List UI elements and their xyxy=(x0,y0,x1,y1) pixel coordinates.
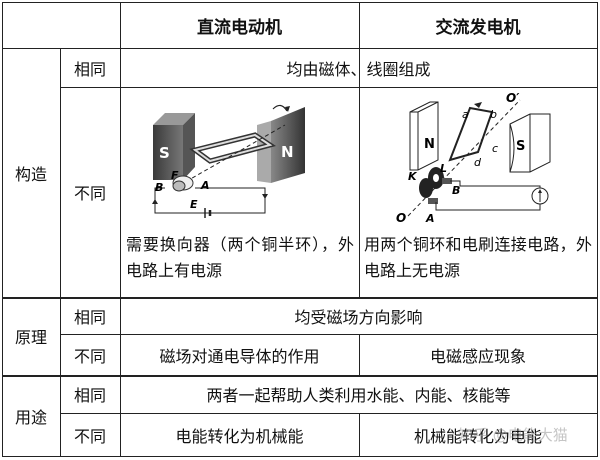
principle-generator-text: 电磁感应现象 xyxy=(429,346,526,366)
watermark: 知乎 @电能大猫 xyxy=(458,426,568,444)
principle-diff-label: 不同 xyxy=(73,346,106,366)
table-border-header xyxy=(2,48,598,49)
col-line-mid-use xyxy=(359,413,360,456)
gen-label-o-prime: O′ xyxy=(506,91,520,105)
header-motor: 直流电动机 xyxy=(197,17,282,38)
row-line-use-same xyxy=(60,413,598,414)
row-line-structure-same xyxy=(60,87,598,88)
section-label-use: 用途 xyxy=(14,407,47,427)
use-same-text: 两者一起帮助人类利用水能、内能、核能等 xyxy=(206,386,511,405)
structure-same-text: 均由磁体、线圈组成 xyxy=(286,59,431,79)
motor-label-a: A xyxy=(200,179,210,192)
table-border-right xyxy=(597,2,598,456)
gen-label-s: S xyxy=(516,139,525,154)
section-label-structure: 构造 xyxy=(14,164,47,184)
gen-label-k: K xyxy=(408,170,418,183)
header-generator: 交流发电机 xyxy=(435,17,521,38)
row-line-principle-same xyxy=(60,334,598,335)
generator-structure-desc: 用两个铜环和电刷连接电路，外电路上无电源 xyxy=(364,235,592,280)
structure-diff-label: 不同 xyxy=(73,184,106,203)
magnet-s xyxy=(153,125,183,180)
col-line-1 xyxy=(60,48,61,456)
gen-label-n: N xyxy=(424,137,435,152)
gen-label-d: d xyxy=(474,156,482,169)
gen-label-o: O xyxy=(396,211,406,225)
magnet-n xyxy=(271,107,305,183)
row-line-structure-end xyxy=(2,297,598,299)
use-diff-label: 不同 xyxy=(73,426,106,446)
col-line-mid-structure-diff xyxy=(359,87,360,297)
table-border-bottom xyxy=(2,456,598,457)
principle-same-text: 均受磁场方向影响 xyxy=(294,307,423,327)
use-generator-text: 机械能转化为电能 xyxy=(413,426,542,446)
principle-motor-text: 磁场对通电导体的作用 xyxy=(159,346,320,366)
gen-label-bb: B xyxy=(452,184,460,197)
gen-label-aa: A xyxy=(425,212,435,225)
gen-label-b: b xyxy=(490,108,497,121)
gen-magnet-n xyxy=(409,101,439,171)
table-border-top xyxy=(2,2,598,3)
table-border-left xyxy=(2,2,3,456)
use-motor-text: 电能转化为机械能 xyxy=(175,426,304,446)
motor-label-n: N xyxy=(281,143,294,161)
col-line-2 xyxy=(120,2,121,456)
motor-label-f: F xyxy=(171,169,179,182)
col-line-mid-structure xyxy=(359,2,360,87)
structure-same-label: 相同 xyxy=(73,59,106,79)
dc-motor-diagram: B F A E S N xyxy=(152,104,305,218)
gen-label-c: c xyxy=(492,142,498,155)
motor-label-s: S xyxy=(159,144,170,162)
section-label-principle: 原理 xyxy=(14,328,47,347)
motor-structure-desc: 需要换向器（两个铜半环），外电路上有电源 xyxy=(126,235,354,280)
row-line-principle-end xyxy=(2,375,598,377)
motor-label-e: E xyxy=(190,198,198,211)
use-same-label: 相同 xyxy=(73,386,106,405)
ac-generator-diagram: O′ a b N S c d K L B O A xyxy=(396,91,551,225)
gen-label-l: L xyxy=(440,162,447,175)
col-line-mid-principle xyxy=(359,334,360,375)
motor-label-b: B xyxy=(155,181,163,194)
principle-same-label: 相同 xyxy=(73,307,106,327)
gen-label-a: a xyxy=(462,108,469,121)
